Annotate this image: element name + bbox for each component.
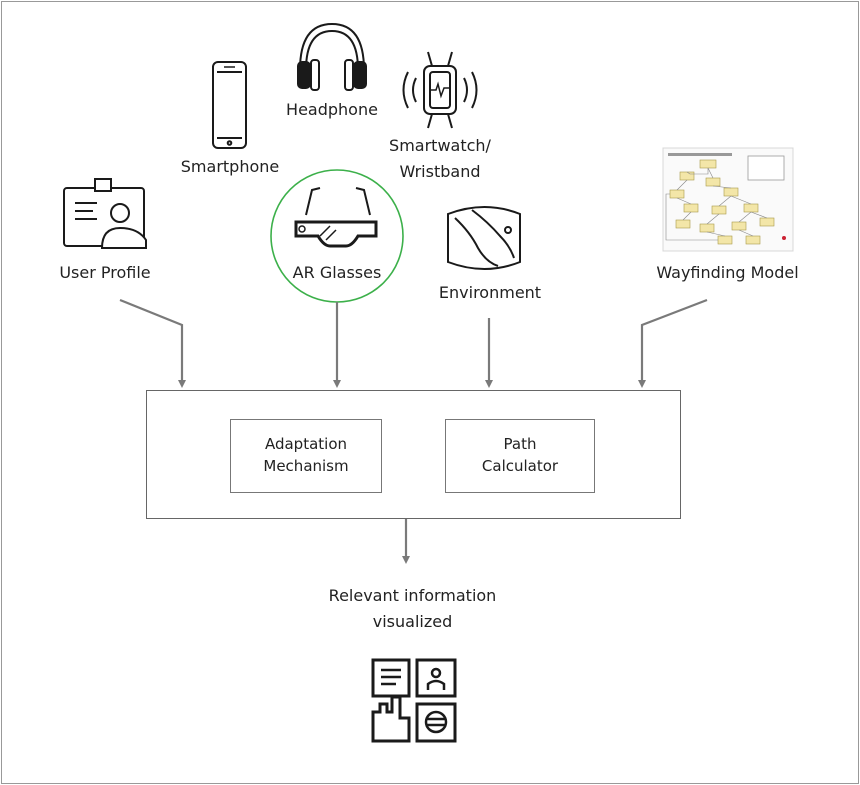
- path-calculator-line2: Calculator: [481, 457, 559, 475]
- user-profile-label: User Profile: [59, 263, 151, 282]
- smartphone-icon: [212, 61, 247, 149]
- smartwatch-icon: [402, 51, 478, 129]
- path-calculator-box: Path Calculator: [445, 419, 595, 493]
- arrow-user-profile: [119, 298, 186, 388]
- adaptation-mechanism-line1: Adaptation: [264, 435, 348, 453]
- adaptation-mechanism-line2: Mechanism: [263, 457, 349, 475]
- wayfinding-model-label: Wayfinding Model: [656, 263, 799, 282]
- input-arrows: [119, 298, 708, 564]
- output-label-line1: Relevant information: [328, 586, 497, 605]
- output-label-line2: visualized: [372, 612, 453, 631]
- smartphone-label: Smartphone: [180, 157, 280, 176]
- arrow-wayfinding-model: [638, 298, 708, 388]
- path-calculator-line1: Path: [503, 435, 537, 453]
- user-profile-icon: [63, 178, 147, 249]
- ar-glasses-label: AR Glasses: [292, 263, 382, 282]
- headphone-label: Headphone: [286, 100, 378, 119]
- adaptation-mechanism-box: Adaptation Mechanism: [230, 419, 382, 493]
- headphone-icon: [297, 22, 367, 91]
- environment-label: Environment: [438, 283, 542, 302]
- smartwatch-label-line1: Smartwatch/: [389, 136, 491, 155]
- wayfinding-model-thumbnail: [662, 147, 794, 252]
- system-container-box: [146, 390, 681, 519]
- environment-map-icon: [447, 206, 521, 270]
- ar-glasses-icon: [294, 187, 378, 248]
- information-display-icon: [371, 658, 457, 743]
- smartwatch-label-line2: Wristband: [399, 162, 481, 181]
